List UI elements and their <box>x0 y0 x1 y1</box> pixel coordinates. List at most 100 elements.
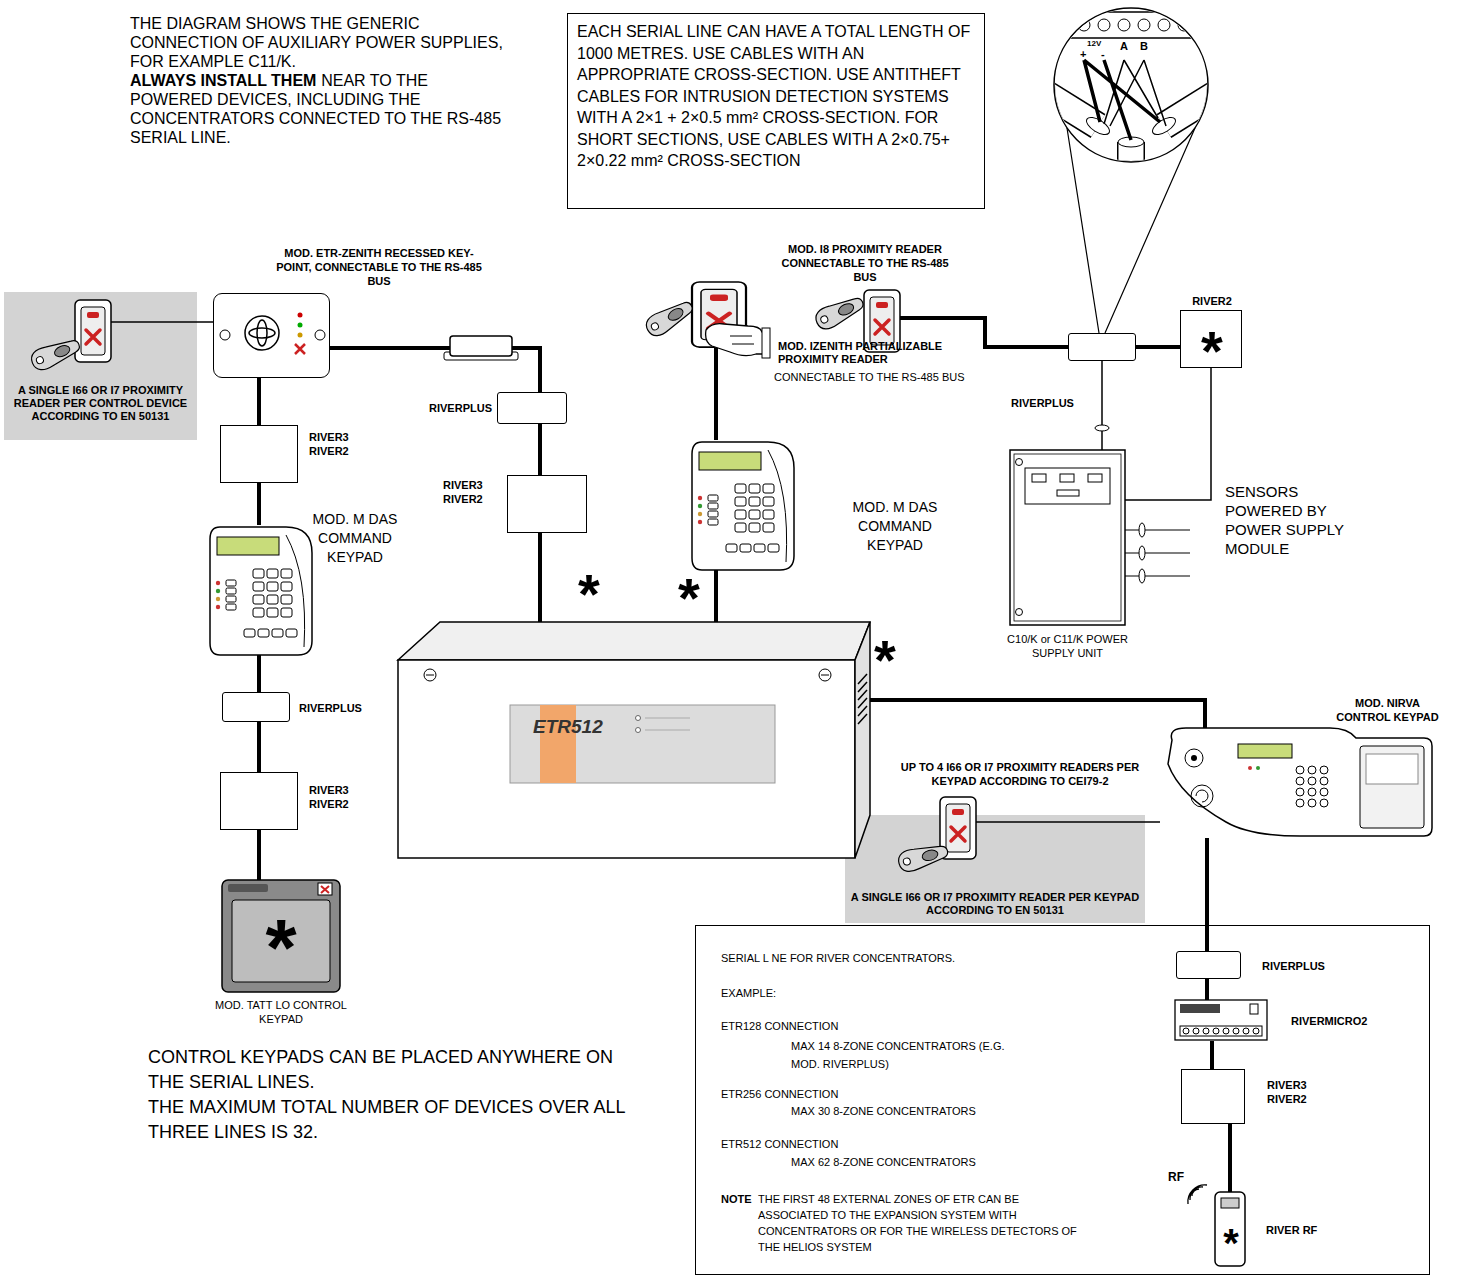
nirva-keypad-drawing <box>1308 788 1316 796</box>
rivermicro-board-drawing <box>1253 1028 1259 1034</box>
power-supply-drawing <box>1139 523 1145 537</box>
power-supply-drawing <box>1139 546 1145 560</box>
power-supply-unit: C10/K or C11/K POWER SUPPLY UNIT <box>1010 450 1125 625</box>
node-label: MAX 14 8-ZONE CONCENTRATORS (E.G. MOD. R… <box>791 1037 1006 1073</box>
wireless-sensor-drawing <box>1188 1185 1245 1266</box>
label-text: B <box>1140 40 1148 52</box>
rivermicro-board-drawing <box>1223 1028 1229 1034</box>
keypoint-device: MOD. ETR-ZENITH RECESSED KEY-POINT, CONN… <box>213 293 330 378</box>
nirva-keypad-drawing <box>1191 785 1213 807</box>
power-supply-drawing <box>1088 474 1102 482</box>
izenith-reader-drawing <box>706 324 766 356</box>
izenith-reader-drawing <box>730 336 754 344</box>
asterisk-mark: * <box>1216 1223 1246 1263</box>
node-label: RIVERPLUS <box>1262 959 1325 973</box>
bus-connector <box>257 378 261 425</box>
control-panel-drawing <box>398 622 870 858</box>
bus-connector <box>257 483 261 525</box>
bus-connector <box>1210 1041 1214 1069</box>
nirva-keypad-drawing <box>1308 799 1316 807</box>
node-label: MAX 62 8-ZONE CONCENTRATORS <box>791 1155 976 1169</box>
keypoint-details <box>298 313 303 318</box>
note-paragraph: CONTROL KEYPADS CAN BE PLACED ANYWHERE O… <box>148 1045 648 1095</box>
command-keypad: MOD. M DAS COMMAND KEYPAD <box>690 440 794 570</box>
node-label: RIVERMICRO2 <box>1291 1014 1367 1028</box>
rivermicro-board-drawing <box>1180 1004 1220 1013</box>
node-label: A SINGLE I66 OR I7 PROXIMITY READER PER … <box>8 384 193 423</box>
keypoint-details <box>298 333 303 338</box>
power-supply-drawing <box>1139 569 1145 583</box>
wireless-sensor: RIVER RF* <box>1216 1193 1246 1267</box>
reader-note-panel: A SINGLE I66 OR I7 PROXIMITY READER PER … <box>4 292 197 440</box>
rivermicro-board-drawing <box>1175 1000 1267 1040</box>
power-supply-drawing <box>1032 474 1046 482</box>
reader-note-panel: A SINGLE I66 OR I7 PROXIMITY READER PER … <box>845 815 1145 923</box>
concentrator-box: RIVER3 RIVER2 <box>1181 1069 1245 1124</box>
wireless-sensor-drawing <box>1215 1192 1245 1266</box>
command-keypad-drawing <box>210 527 312 655</box>
terminal-magnifier <box>1040 12 1222 175</box>
rivermicro-board-drawing <box>1193 1028 1199 1034</box>
proximity-reader: MOD. IZENITH PARTIALIZABLE PROXIMITY REA… <box>692 282 746 347</box>
node-label: RIVER3 RIVER2 <box>443 478 483 506</box>
control-panel-drawing <box>398 660 855 858</box>
serial-line-panel: SERIAL L NE FOR RIVER CONCENTRATORS.EXAM… <box>695 925 1430 1275</box>
rivermicro-board-drawing <box>1243 1028 1249 1034</box>
wireless-sensor-drawing <box>1221 1198 1239 1208</box>
bus-connector <box>1205 838 1209 951</box>
note-text: THE DIAGRAM SHOWS THE GENERIC CONNECTION… <box>130 15 503 70</box>
concentrator-box: RIVER3 RIVER2 <box>220 425 298 483</box>
control-panel-drawing <box>858 674 867 724</box>
node-label: A SINGLE I66 OR I7 PROXIMITY READER PER … <box>850 891 1140 917</box>
tatt-keypad-drawing <box>321 886 329 893</box>
bus-connector <box>197 321 213 323</box>
nirva-reader-drawing <box>976 821 1145 823</box>
keypoint-details <box>213 293 330 378</box>
node-label: RIVER2 <box>1181 295 1243 308</box>
power-supply-drawing <box>1014 454 1121 621</box>
keypoint-details <box>295 344 305 354</box>
label-text: UP TO 4 I66 OR I7 PROXIMITY READERS PER … <box>885 760 1155 788</box>
nirva-keypad-drawing <box>1296 788 1304 796</box>
control-panel-drawing <box>398 622 870 660</box>
asterisk-mark: * <box>678 570 700 626</box>
rivermicro-board-drawing <box>1233 1028 1239 1034</box>
label-text: SENSORS POWERED BY POWER SUPPLY MODULE <box>1225 482 1353 558</box>
note-text: ALWAYS INSTALL THEM <box>130 72 316 89</box>
nirva-keypad-drawing <box>1238 744 1292 758</box>
control-panel-drawing <box>426 675 434 676</box>
node-label: RIVER RF <box>1266 1223 1317 1237</box>
node-label: CONNECTABLE TO THE RS-485 BUS <box>774 370 1009 384</box>
bus-connector <box>257 655 261 692</box>
nirva-reader-drawing <box>896 797 1145 874</box>
bus-connector <box>257 830 261 880</box>
keypoint-details <box>249 328 275 338</box>
nirva-keypad-drawing <box>1320 799 1328 807</box>
bus-connector <box>870 700 1205 728</box>
terminal-magnifier <box>1067 128 1195 333</box>
power-supply-drawing <box>1010 425 1190 625</box>
wireless-sensor-drawing <box>1188 1185 1207 1204</box>
rivermicro-board-drawing <box>1213 1028 1219 1034</box>
control-keypad: *MOD. TATT LO CONTROL KEYPAD <box>222 880 340 992</box>
nirva-keypad-drawing <box>1360 746 1424 828</box>
nirva-keypad-drawing <box>1320 766 1328 774</box>
left-reader <box>75 300 111 362</box>
bus-connector <box>1125 368 1211 500</box>
node-label: MOD. TATT LO CONTROL KEYPAD <box>198 998 364 1026</box>
keypoint-details <box>298 323 303 328</box>
power-supply-drawing <box>1016 609 1023 616</box>
tatt-keypad-drawing <box>228 884 268 892</box>
keypoint-details <box>315 330 325 340</box>
nirva-keypad-drawing <box>1168 728 1432 836</box>
tatt-keypad-drawing <box>222 880 340 992</box>
label-text: RF <box>1168 1170 1184 1184</box>
node-label: RIVER3 RIVER2 <box>309 430 349 458</box>
command-keypad: MOD. M DAS COMMAND KEYPAD <box>208 525 312 655</box>
power-supply-drawing <box>1016 459 1023 466</box>
nirva-keypad-drawing <box>1296 799 1304 807</box>
node-label: RIVER3 RIVER2 <box>1267 1078 1307 1106</box>
control-panel-drawing <box>819 669 831 681</box>
node-label: ETR512 <box>533 716 603 738</box>
power-supply-drawing <box>1060 474 1074 482</box>
